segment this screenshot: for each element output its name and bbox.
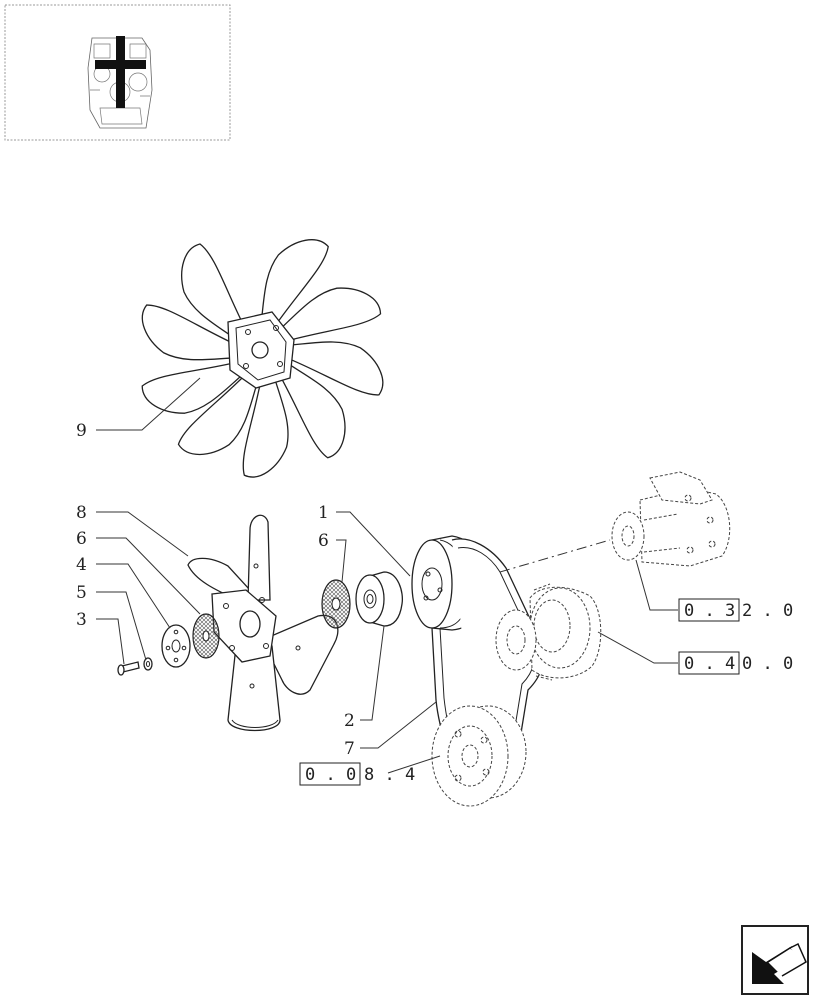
ref-crank-pulley-boxed: 0 . 0 [305,765,356,785]
callout-4: 4 [76,555,87,575]
pulley-hub [355,571,404,627]
ref-water-pump-tail: 2 . 0 [742,601,793,621]
callout-1: 1 [318,503,329,523]
callout-3: 3 [76,610,87,630]
four-blade-fan [187,514,339,732]
ref-crank-pulley[interactable]: 0 . 0 8 . 4 [299,762,415,786]
ref-alternator-tail: 0 . 0 [742,654,793,674]
cooling-fan [131,229,394,488]
spacer-disc-left [192,613,220,659]
spacer-disc-right [321,579,351,629]
ref-alternator[interactable]: 0 . 4 0 . 0 [678,651,793,675]
callout-9: 9 [76,421,87,441]
washer [143,657,153,671]
water-pump [611,471,731,567]
clamp-plate [161,624,191,668]
ref-water-pump-boxed: 0 . 3 [684,601,735,621]
next-page-arrow-icon[interactable] [741,925,809,995]
engine-thumbnail-icon[interactable] [4,4,231,141]
callout-2: 2 [344,711,355,731]
alternator [495,583,602,681]
callout-6-right: 6 [318,531,329,551]
ref-water-pump[interactable]: 0 . 3 2 . 0 [678,598,793,622]
crankshaft-pulley [431,705,527,807]
ref-crank-pulley-tail: 8 . 4 [364,765,415,785]
callout-7: 7 [344,739,355,759]
callout-6-left: 6 [76,529,87,549]
bolt [117,661,140,676]
callout-5: 5 [76,583,87,603]
ref-alternator-boxed: 0 . 4 [684,654,735,674]
callout-8: 8 [76,503,87,523]
